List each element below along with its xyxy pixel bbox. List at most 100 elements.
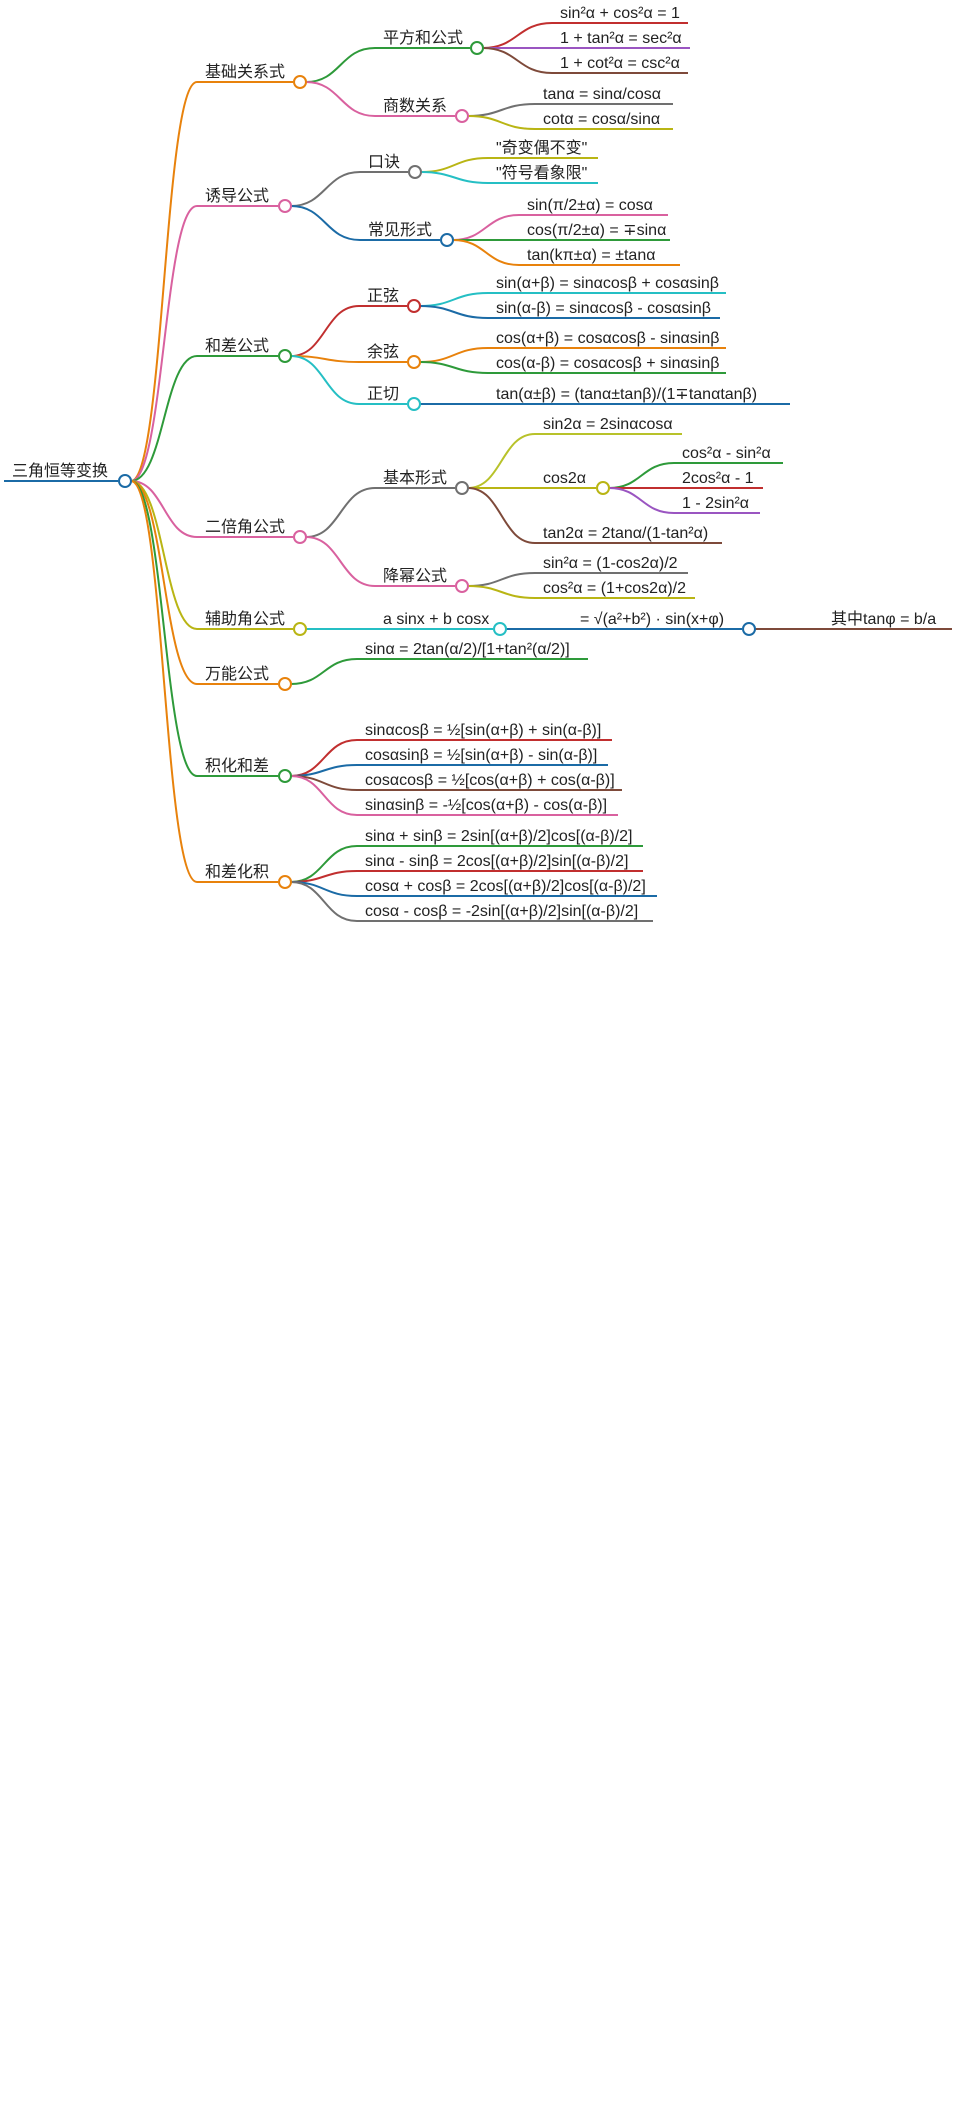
collapse-toggle-r[interactable]: [118, 474, 132, 488]
collapse-toggle-4[interactable]: [293, 622, 307, 636]
branch-connector-1: [130, 205, 198, 482]
node-label-1: 诱导公式: [205, 187, 269, 205]
collapse-toggle-0-1[interactable]: [455, 109, 469, 123]
node-label-7: 和差化积: [205, 863, 269, 881]
node-label-6-2: cosαcosβ = ½[cos(α+β) + cos(α-β)]: [365, 772, 615, 789]
collapse-toggle-2-0[interactable]: [407, 299, 421, 313]
node-label-5-0: sinα = 2tan(α/2)/[1+tan²(α/2)]: [365, 641, 570, 658]
collapse-toggle-3-0[interactable]: [455, 481, 469, 495]
collapse-toggle-4-0-0[interactable]: [742, 622, 756, 636]
node-label-4-0-0-0: 其中tanφ = b/a: [831, 610, 936, 628]
mindmap-edges: [130, 22, 824, 922]
collapse-toggle-0-0[interactable]: [470, 41, 484, 55]
branch-connector-3-0-1-2: [608, 487, 675, 514]
branch-connector-1-0: [290, 171, 361, 207]
branch-connector-0: [130, 81, 198, 482]
node-label-6: 积化和差: [205, 757, 269, 775]
node-label-2: 和差公式: [205, 337, 269, 355]
collapse-toggle-5[interactable]: [278, 677, 292, 691]
node-label-3-1: 降幂公式: [383, 567, 447, 585]
node-label-3-0-0: sin2α = 2sinαcosα: [543, 416, 673, 433]
collapse-toggle-1-1[interactable]: [440, 233, 454, 247]
node-label-0-0-0: sin²α + cos²α = 1: [560, 5, 680, 22]
node-label-0-1: 商数关系: [383, 97, 447, 115]
branch-connector-6: [130, 480, 198, 777]
node-label-3-0: 基本形式: [383, 469, 447, 487]
node-label-6-1: cosαsinβ = ½[sin(α+β) - sin(α-β)]: [365, 747, 597, 764]
branch-connector-3-0: [305, 487, 376, 538]
branch-connector-2-1-1: [419, 361, 489, 374]
node-label-4: 辅助角公式: [205, 610, 285, 628]
branch-connector-1-1-2: [452, 239, 520, 266]
collapse-toggle-3-0-1[interactable]: [596, 481, 610, 495]
node-label-2-0-1: sin(α-β) = sinαcosβ - cosαsinβ: [496, 300, 711, 317]
node-label-5: 万能公式: [205, 665, 269, 683]
node-label-3-0-1-2: 1 - 2sin²α: [682, 495, 749, 512]
branch-connector-0-0-0: [482, 22, 553, 49]
branch-connector-5: [130, 480, 198, 685]
branch-connector-3-1-0: [467, 572, 536, 587]
branch-connector-0-0: [305, 47, 376, 83]
collapse-toggle-6[interactable]: [278, 769, 292, 783]
node-label-0-0-1: 1 + tan²α = sec²α: [560, 30, 682, 47]
branch-connector-3-1-1: [467, 585, 536, 599]
node-label-1-1-2: tan(kπ±α) = ±tanα: [527, 247, 655, 264]
branch-connector-5-0: [290, 658, 358, 685]
node-label-0: 基础关系式: [205, 63, 285, 81]
branch-connector-0-1-1: [467, 115, 536, 130]
node-label-6-0: sinαcosβ = ½[sin(α+β) + sin(α-β)]: [365, 722, 601, 739]
branch-connector-2-2: [290, 355, 360, 405]
branch-connector-0-0-2: [482, 47, 553, 74]
node-label-6-3: sinαsinβ = -½[cos(α+β) - cos(α-β)]: [365, 797, 607, 814]
node-label-3-1-1: cos²α = (1+cos2α)/2: [543, 580, 686, 597]
node-label-1-0-1: "符号看象限": [496, 164, 587, 182]
branch-connector-3-0-2: [467, 487, 536, 544]
node-label-4-0-0: = √(a²+b²) · sin(x+φ): [580, 611, 724, 628]
node-label-2-2: 正切: [367, 385, 399, 403]
collapse-toggle-4-0[interactable]: [493, 622, 507, 636]
node-label-0-1-0: tanα = sinα/cosα: [543, 86, 661, 103]
node-label-3-0-1-1: 2cos²α - 1: [682, 470, 754, 487]
node-label-3-1-0: sin²α = (1-cos2α)/2: [543, 555, 678, 572]
collapse-toggle-3-1[interactable]: [455, 579, 469, 593]
collapse-toggle-3[interactable]: [293, 530, 307, 544]
node-label-0-0-2: 1 + cot²α = csc²α: [560, 55, 680, 72]
branch-connector-1-0-0: [420, 157, 489, 173]
node-label-3-0-2: tan2α = 2tanα/(1-tan²α): [543, 525, 708, 542]
node-label-1-0: 口诀: [368, 153, 400, 171]
node-label-7-3: cosα - cosβ = -2sin[(α+β)/2]sin[(α-β)/2]: [365, 903, 638, 920]
node-label-3-0-1-0: cos²α - sin²α: [682, 445, 771, 462]
branch-connector-2-0-0: [419, 292, 489, 307]
node-label-2-2-0: tan(α±β) = (tanα±tanβ)/(1∓tanαtanβ): [496, 386, 757, 403]
branch-connector-1-0-1: [420, 171, 489, 184]
branch-connector-1-1-0: [452, 214, 520, 241]
collapse-toggle-1[interactable]: [278, 199, 292, 213]
branch-connector-2-0: [290, 305, 360, 357]
root-node-label: 三角恒等变换: [12, 462, 108, 480]
collapse-toggle-0[interactable]: [293, 75, 307, 89]
node-label-1-1-0: sin(π/2±α) = cosα: [527, 197, 653, 214]
branch-connector-4: [130, 480, 198, 630]
branch-connector-7: [130, 480, 198, 883]
node-label-2-1: 余弦: [367, 342, 399, 361]
collapse-toggle-2[interactable]: [278, 349, 292, 363]
branch-connector-3-0-0: [467, 433, 536, 489]
node-label-2-0: 正弦: [367, 287, 399, 305]
branch-connector-1-1: [290, 205, 361, 241]
node-label-1-0-0: "奇变偶不变": [496, 139, 587, 157]
collapse-toggle-1-0[interactable]: [408, 165, 422, 179]
collapse-toggle-7[interactable]: [278, 875, 292, 889]
branch-connector-6-3: [290, 775, 358, 816]
branch-connector-3: [130, 480, 198, 538]
branch-connector-2: [130, 355, 198, 482]
branch-connector-7-3: [290, 881, 358, 922]
branch-connector-2-1-0: [419, 347, 489, 363]
node-label-3: 二倍角公式: [205, 518, 285, 536]
collapse-toggle-2-1[interactable]: [407, 355, 421, 369]
node-label-0-1-1: cotα = cosα/sinα: [543, 111, 660, 128]
collapse-toggle-2-2[interactable]: [407, 397, 421, 411]
branch-connector-0-1: [305, 81, 376, 117]
branch-connector-3-1: [305, 536, 376, 587]
